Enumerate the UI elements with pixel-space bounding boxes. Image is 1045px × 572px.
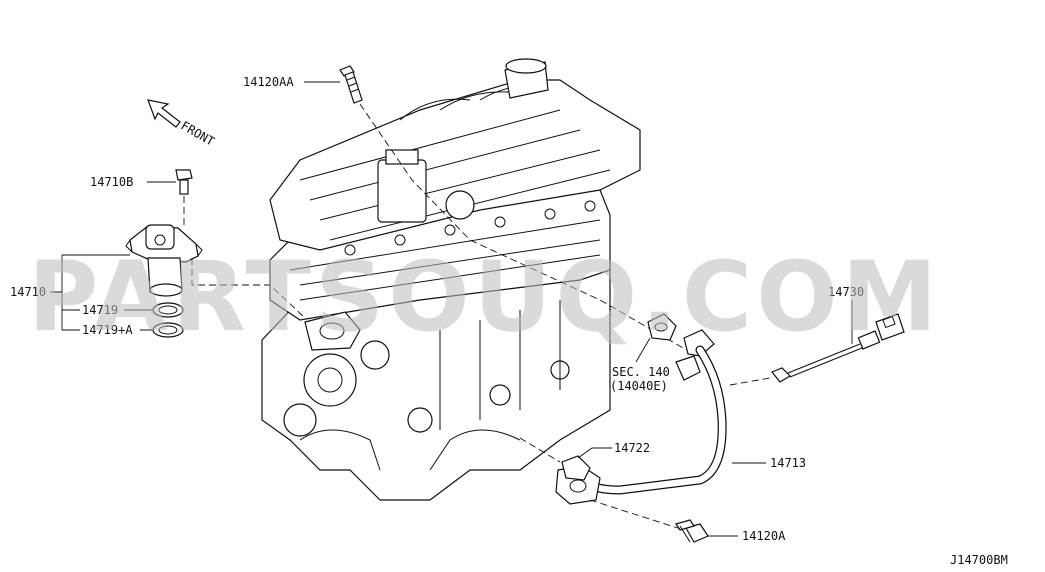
section-reference-code: (14040E)	[610, 379, 668, 393]
front-label: FRONT	[179, 118, 217, 148]
watermark: PARTSOUQ.COM	[28, 241, 941, 353]
part-label-14730: 14730	[828, 285, 864, 299]
egr-valve-14710[interactable]	[125, 224, 203, 297]
bolt-14120aa[interactable]	[339, 65, 363, 104]
part-label-14710: 14710	[10, 285, 46, 299]
section-reference-label: SEC. 140	[612, 365, 670, 379]
part-label-14719a: 14719+A	[82, 323, 133, 337]
part-label-14713: 14713	[770, 456, 806, 470]
gasket-14722[interactable]	[561, 455, 591, 481]
part-label-14120aa: 14120AA	[243, 75, 294, 89]
part-label-14710b: 14710B	[90, 175, 133, 189]
bolt-14120a[interactable]	[675, 519, 709, 543]
egr-sensor-14730[interactable]	[771, 313, 905, 383]
part-label-14120a: 14120A	[742, 529, 786, 543]
gasket-14719[interactable]	[152, 302, 184, 318]
front-arrow-icon	[147, 99, 181, 128]
part-label-14719: 14719	[82, 303, 118, 317]
gasket-14719a[interactable]	[152, 322, 184, 338]
gasket-sec-140[interactable]	[647, 313, 677, 341]
engine-assembly	[261, 58, 641, 501]
diagram-code: J14700BM	[950, 553, 1008, 567]
egr-tube-14713[interactable]	[555, 329, 727, 505]
part-label-14722: 14722	[614, 441, 650, 455]
front-direction-indicator: FRONT	[147, 99, 217, 149]
bolt-14710b[interactable]	[175, 169, 193, 195]
